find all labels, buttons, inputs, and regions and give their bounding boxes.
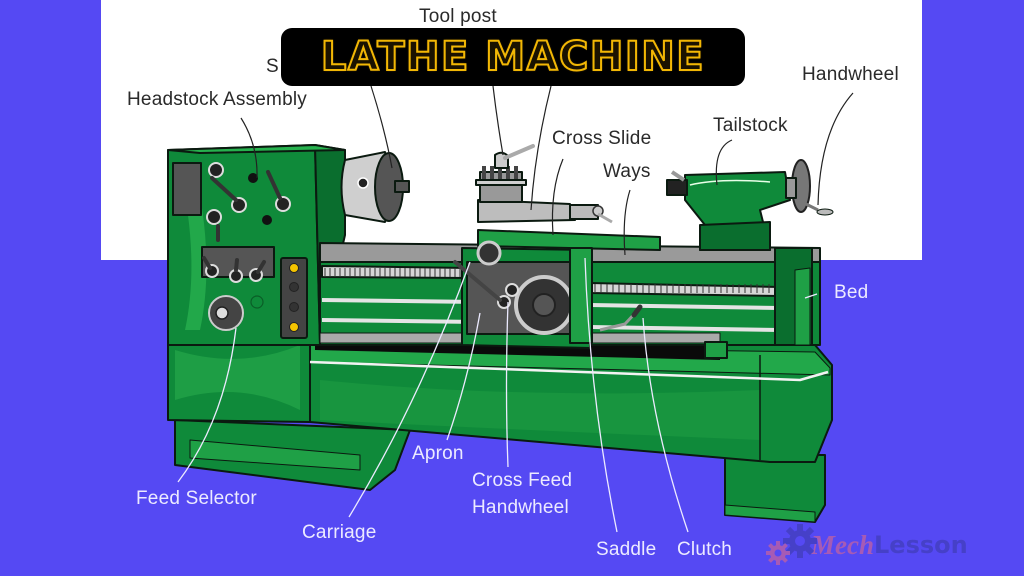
label-feed-selector: Feed Selector xyxy=(136,488,257,509)
gear-icon-large xyxy=(783,524,817,558)
label-tool-post: Tool post xyxy=(419,6,497,27)
label-carriage: Carriage xyxy=(302,522,377,543)
saddle xyxy=(477,229,661,251)
label-clutch: Clutch xyxy=(677,539,733,560)
label-cross-feed-line1: Cross Feed xyxy=(472,470,573,491)
page-title: LATHE MACHINE xyxy=(320,33,706,81)
label-tailstock: Tailstock xyxy=(713,115,788,136)
label-ways: Ways xyxy=(603,161,651,182)
label-headstock-assembly: Headstock Assembly xyxy=(127,89,307,110)
logo-text-lesson: Lesson xyxy=(874,531,968,559)
mechlesson-logo: Mech Lesson xyxy=(765,524,968,565)
gear-icon-small xyxy=(766,541,790,565)
logo-text-mech: Mech xyxy=(811,529,874,560)
label-spindle-partial: S xyxy=(266,56,279,77)
label-apron: Apron xyxy=(412,443,464,464)
label-handwheel: Handwheel xyxy=(802,64,899,85)
label-bed: Bed xyxy=(834,282,869,303)
cross-slide xyxy=(477,199,576,223)
title-banner: LATHE MACHINE xyxy=(281,28,745,86)
label-cross-feed-line2: Handwheel xyxy=(472,497,569,518)
label-cross-slide: Cross Slide xyxy=(552,128,652,149)
label-saddle: Saddle xyxy=(596,539,657,560)
